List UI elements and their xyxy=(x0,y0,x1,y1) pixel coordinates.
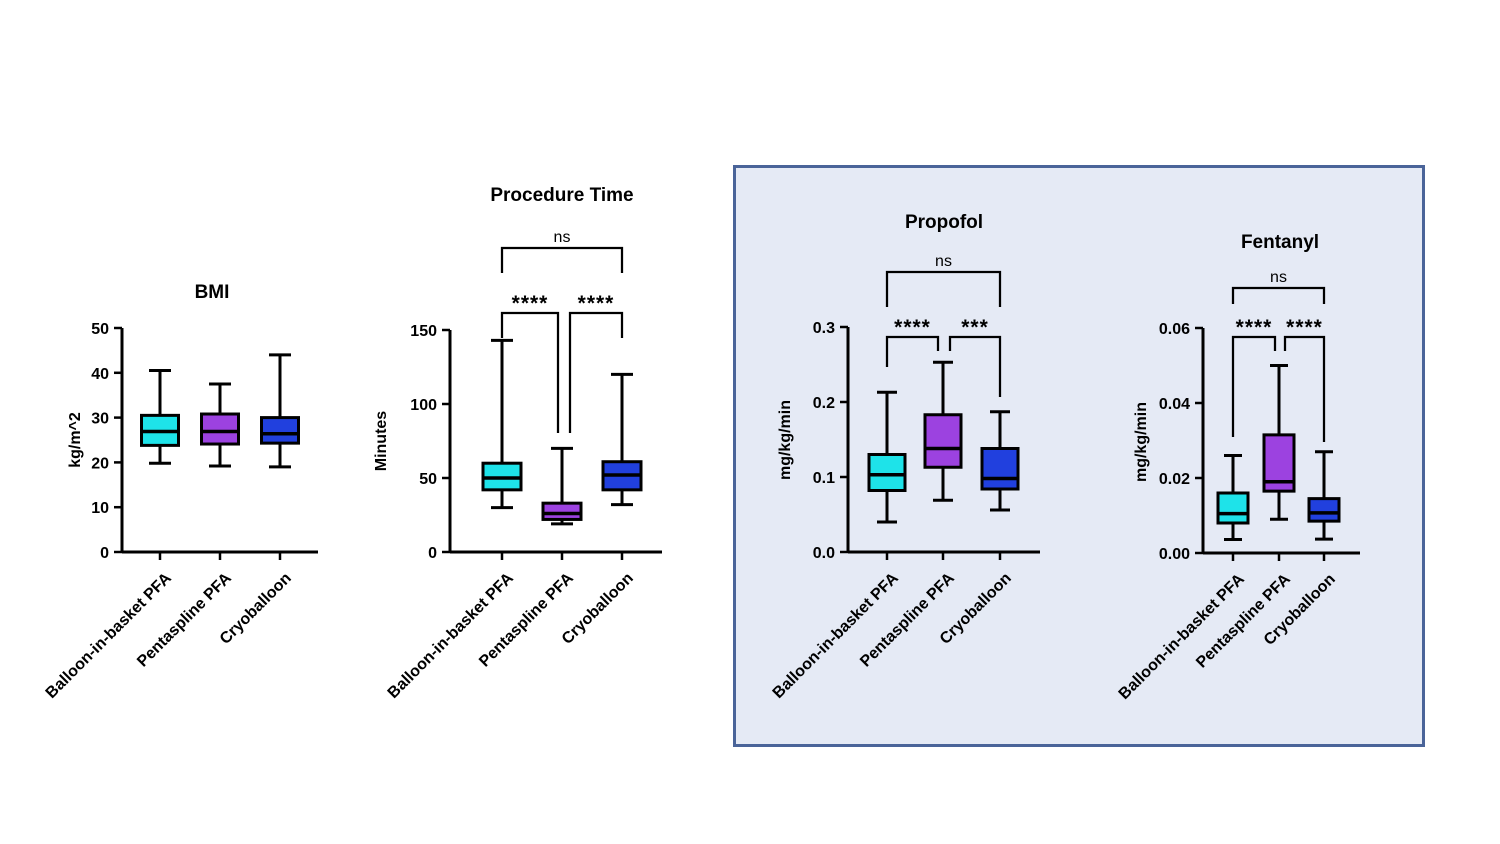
y-tick-label: 0.06 xyxy=(1159,321,1190,338)
iqr-box xyxy=(541,501,583,521)
y-tick-label: 10 xyxy=(91,500,109,517)
y-tick-label: 0.0 xyxy=(813,545,835,562)
iqr-box xyxy=(200,412,240,446)
y-axis-label: mg/kg/min xyxy=(1133,402,1150,482)
significance-bracket: ns xyxy=(1231,269,1326,304)
category-label: Pentaspline PFA xyxy=(857,569,958,670)
bracket-line xyxy=(885,270,1002,307)
significance-bracket: *** xyxy=(948,316,1002,397)
y-tick-label: 0 xyxy=(428,545,437,562)
bracket-line xyxy=(948,335,1002,397)
bracket-line xyxy=(1231,335,1277,437)
y-axis-label: kg/m^2 xyxy=(67,412,84,468)
category-label: Balloon-in-basket PFA xyxy=(385,569,517,701)
category-label: Balloon-in-basket PFA xyxy=(43,569,175,701)
chart-title: BMI xyxy=(195,282,230,303)
iqr-box xyxy=(260,416,300,445)
y-axis-label: mg/kg/min xyxy=(777,400,794,480)
significance-bracket: ns xyxy=(885,253,1002,307)
ns-label: ns xyxy=(935,253,952,270)
box-cryoballoon xyxy=(980,410,1020,512)
ns-label: ns xyxy=(1270,269,1287,286)
box-balloon-in-basket-pfa xyxy=(867,390,907,524)
significance-bracket: **** xyxy=(1231,316,1277,437)
box-pentaspline-pfa xyxy=(1262,364,1296,521)
bracket-line xyxy=(500,246,624,273)
y-tick-label: 0.04 xyxy=(1159,396,1190,413)
box-balloon-in-basket-pfa xyxy=(140,369,180,465)
iqr-box xyxy=(1307,497,1341,523)
asterisk-label: *** xyxy=(961,316,989,339)
y-tick-label: 0.00 xyxy=(1159,546,1190,563)
box-pentaspline-pfa xyxy=(923,360,963,502)
iqr-box xyxy=(1216,491,1250,525)
box-balloon-in-basket-pfa xyxy=(1216,454,1250,541)
significance-bracket: **** xyxy=(885,316,940,367)
asterisk-label: **** xyxy=(894,316,931,339)
significance-bracket: **** xyxy=(568,292,624,433)
y-tick-label: 50 xyxy=(419,471,437,488)
bracket-line xyxy=(1283,335,1326,442)
box-pentaspline-pfa xyxy=(200,382,240,468)
y-tick-label: 20 xyxy=(91,455,109,472)
iqr-box xyxy=(980,447,1020,491)
significance-bracket: **** xyxy=(500,292,560,433)
bracket-line xyxy=(1231,286,1326,304)
significance-bracket: ns xyxy=(500,229,624,273)
box-cryoballoon xyxy=(1307,450,1341,541)
box-cryoballoon xyxy=(601,372,643,507)
box-cryoballoon xyxy=(260,353,300,469)
y-tick-label: 100 xyxy=(410,397,437,414)
y-axis-label: Minutes xyxy=(373,411,390,472)
y-tick-label: 0.1 xyxy=(813,470,835,487)
chart-title: Procedure Time xyxy=(490,185,633,206)
y-tick-label: 0.3 xyxy=(813,320,835,337)
y-tick-label: 0.2 xyxy=(813,395,835,412)
iqr-box xyxy=(923,413,963,469)
y-tick-label: 150 xyxy=(410,323,437,340)
box-balloon-in-basket-pfa xyxy=(481,338,523,510)
asterisk-label: **** xyxy=(578,292,615,315)
chart-title: Propofol xyxy=(905,212,983,233)
y-tick-label: 0 xyxy=(100,545,109,562)
y-tick-label: 50 xyxy=(91,321,109,338)
iqr-box xyxy=(867,453,907,492)
bracket-line xyxy=(500,311,560,433)
ns-label: ns xyxy=(554,229,571,246)
asterisk-label: **** xyxy=(512,292,549,315)
asterisk-label: **** xyxy=(1286,316,1323,339)
bracket-line xyxy=(568,311,624,433)
chart-title: Fentanyl xyxy=(1241,232,1319,253)
y-tick-label: 40 xyxy=(91,366,109,383)
asterisk-label: **** xyxy=(1236,316,1273,339)
y-tick-label: 0.02 xyxy=(1159,471,1190,488)
y-tick-label: 30 xyxy=(91,411,109,428)
box-pentaspline-pfa xyxy=(541,446,583,526)
significance-bracket: **** xyxy=(1283,316,1326,442)
bracket-line xyxy=(885,335,940,367)
